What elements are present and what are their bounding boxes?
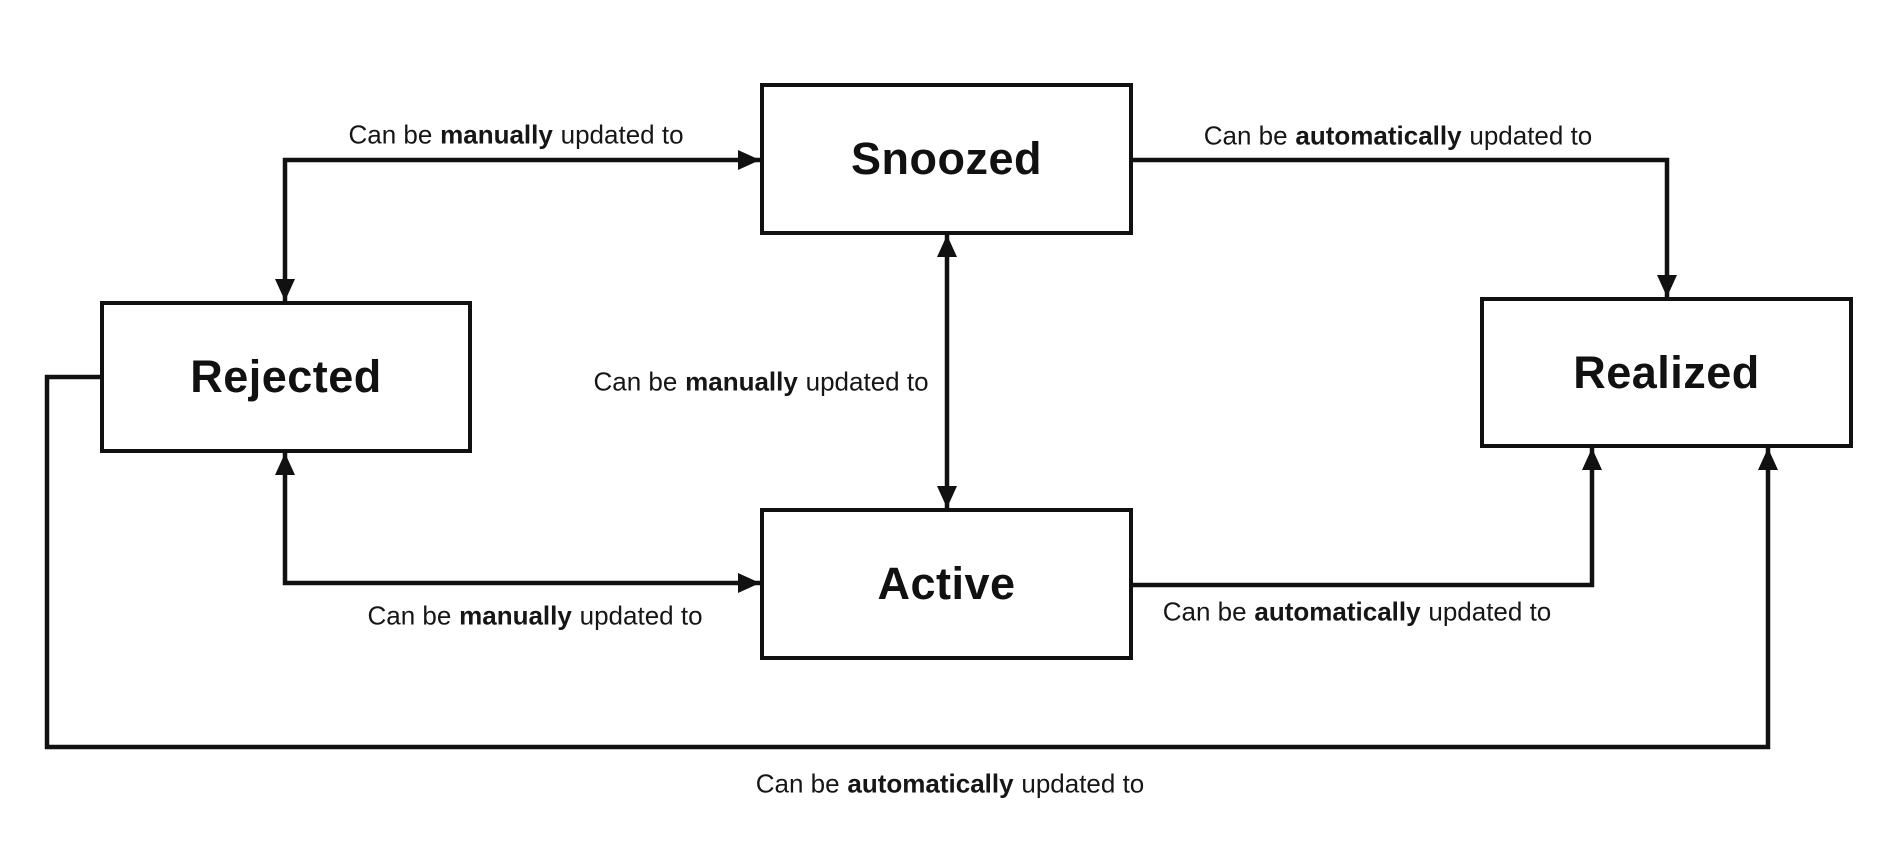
state-node-snoozed-label: Snoozed (851, 133, 1042, 184)
edge-label-bold: automatically (1254, 596, 1421, 627)
edge-label-suffix: updated to (579, 600, 703, 631)
edge-label-suffix: updated to (1428, 596, 1552, 627)
state-node-rejected-label: Rejected (190, 351, 382, 402)
edge-label-bold: manually (440, 119, 553, 150)
state-node-active: Active (760, 508, 1133, 660)
edge-label-suffix: updated to (1469, 120, 1593, 151)
state-node-snoozed: Snoozed (760, 83, 1133, 235)
edge-label-suffix: updated to (1021, 768, 1145, 799)
state-node-rejected: Rejected (100, 301, 472, 453)
edge-rejected-realized (44, 374, 1778, 750)
state-node-realized: Realized (1480, 297, 1853, 448)
edge-label-bold: automatically (1295, 120, 1462, 151)
edge-label-bold: manually (685, 366, 798, 397)
edge-label-prefix: Can be (1162, 596, 1247, 627)
edge-label-snoozed-realized: Can be automatically updated to (1204, 121, 1593, 152)
edge-label-rejected-snoozed: Can be manually updated to (348, 120, 683, 151)
state-node-active-label: Active (877, 558, 1016, 609)
edge-label-prefix: Can be (755, 768, 840, 799)
edge-label-prefix: Can be (348, 119, 433, 150)
edge-active-realized (1133, 448, 1602, 588)
edge-rejected-snoozed (275, 150, 760, 301)
edge-label-active-rejected: Can be manually updated to (367, 601, 702, 632)
edge-label-prefix: Can be (367, 600, 452, 631)
edge-label-prefix: Can be (593, 366, 678, 397)
edge-label-snoozed-active: Can be manually updated to (593, 367, 928, 398)
edge-label-prefix: Can be (1203, 120, 1288, 151)
edge-label-suffix: updated to (805, 366, 929, 397)
edge-label-bold: manually (459, 600, 572, 631)
edge-label-bold: automatically (847, 768, 1014, 799)
edge-snoozed-realized (1133, 157, 1677, 297)
edge-rejected-active (275, 453, 760, 593)
edge-label-suffix: updated to (560, 119, 684, 150)
edge-label-rejected-realized: Can be automatically updated to (756, 769, 1145, 800)
edge-label-active-realized: Can be automatically updated to (1163, 597, 1552, 628)
state-node-realized-label: Realized (1573, 346, 1760, 398)
